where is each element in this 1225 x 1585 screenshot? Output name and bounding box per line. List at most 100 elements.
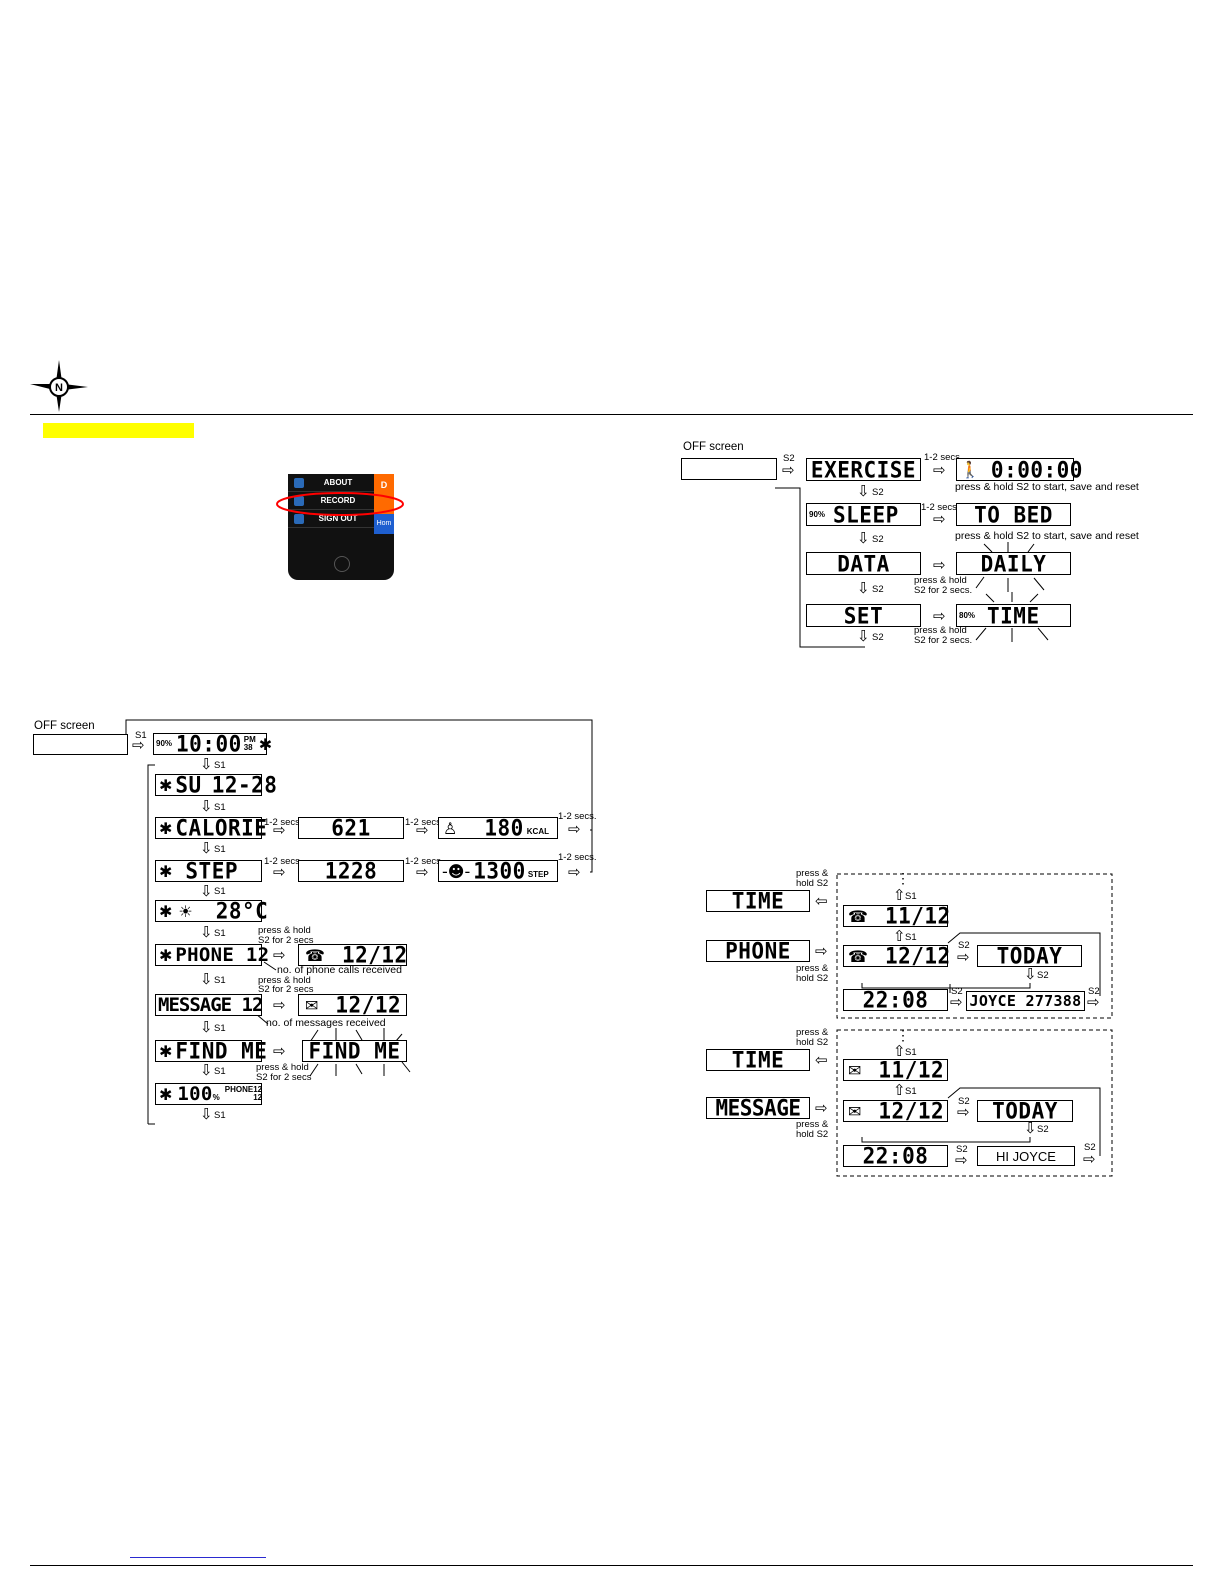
side-panel: D Hom [374,474,394,534]
down-arrow-icon: ⇩ [200,923,213,941]
up-arrow-icon: ⇧ [893,1042,906,1060]
bluetooth-icon: ✱ [159,861,173,881]
s2-label: S2 [872,487,884,498]
sun-icon: ☀ [178,901,193,921]
down-arrow-icon: ⇩ [200,1105,213,1123]
step-robot-icon: -☻- [442,861,471,881]
envelope-icon: ✉ [305,995,319,1015]
right-arrow-icon: ⇨ [273,1042,286,1060]
s1-label: S1 [214,975,226,986]
envelope-icon: ✉ [848,1060,862,1080]
date: 12-28 [211,772,278,798]
user-icon [294,477,304,488]
seconds: 38 [243,743,253,752]
lcd-time-label: TIME [706,1047,810,1073]
phone-handset-icon: ☎ [848,946,868,966]
step-label: STEP [185,858,238,884]
menu-item-about[interactable]: ABOUT [288,474,374,492]
message-count-note: no. of messages received [266,1017,386,1029]
down-arrow-icon: ⇩ [1024,965,1037,983]
down-arrow-icon: ⇩ [857,482,870,500]
lcd-status-screen: ✱ 100 % PHONE12 12 [155,1083,262,1105]
up-arrow-icon: ⇧ [893,886,906,904]
sleep-note: press & hold S2 to start, save and reset [955,530,1139,542]
down-arrow-icon: ⇩ [857,627,870,645]
lcd-message-detail: ✉ 12/12 [298,992,407,1018]
right-arrow-icon: ⇨ [273,821,286,839]
lcd-time-label: TIME [706,888,810,914]
check-icon [294,495,304,506]
down-arrow-icon: ⇩ [857,579,870,597]
battery-level: 100 [177,1083,213,1105]
footer-rule [30,1565,1193,1566]
up-arrow-icon: ⇧ [893,1081,906,1099]
footer-link-underline[interactable] [130,1557,266,1558]
calorie-label: CALORIE [175,815,268,841]
envelope-icon: ✉ [848,1101,862,1121]
hold-label: hold S2 [796,973,829,984]
hold-label: S2 for 2 secs. [914,635,973,646]
s2-label: S2 [951,986,963,997]
s1-label: S1 [214,760,226,771]
lcd-time-screen: 90% 10:00 PM 38 ✱ [153,731,272,757]
menu-item-sign-out[interactable]: SIGN OUT [288,510,374,528]
header-rule [30,414,1193,415]
step-unit: STEP [527,870,549,879]
right-arrow-icon: ⇨ [782,461,795,479]
lcd-date-screen: ✱ SU 12-28 [155,772,277,798]
right-arrow-icon: ⇨ [568,863,581,881]
down-arrow-icon: ⇩ [857,529,870,547]
delay-label: 1-2 secs. [405,856,444,867]
battery-percent: % [212,1093,220,1102]
right-arrow-icon: ⇨ [933,607,946,625]
phone-small-count: 12 [253,1093,263,1102]
bluetooth-icon: ✱ [159,901,173,921]
right-arrow-icon: ⇨ [1087,993,1100,1011]
right-arrow-icon: ⇨ [568,820,581,838]
lcd-message-text: HI JOYCE [977,1146,1075,1166]
lcd-message-label: MESSAGE [706,1095,810,1121]
ellipsis-dots: ⋮ [896,870,910,886]
right-arrow-icon: ⇨ [957,948,970,966]
down-arrow-icon: ⇩ [200,755,213,773]
delay-label: 1-2 secs. [924,452,963,463]
right-arrow-icon: ⇨ [416,821,429,839]
lcd-message-current: ✉ 12/12 [843,1098,948,1124]
hold-label: S2 for 2 secs [258,935,314,946]
s2-label: S2 [872,534,884,545]
hold-label: S2 for 2 secs [258,984,314,995]
bluetooth-icon: ✱ [258,734,273,754]
right-arrow-icon: ⇨ [132,736,145,754]
home-button[interactable] [334,556,350,572]
lcd-message-clock: 22:08 [843,1143,948,1169]
down-arrow-icon: ⇩ [200,1018,213,1036]
svg-text:N: N [55,382,63,394]
delay-label: 1-2 secs. [264,856,303,867]
lcd-to-bed: TO BED [956,502,1071,527]
bluetooth-icon: ✱ [159,1084,173,1104]
hold-label: S2 for 2 secs. [914,585,973,596]
s1-label: S1 [905,1047,917,1058]
phone-handset-icon: ☎ [848,906,868,926]
menu-item-record[interactable]: RECORD [288,492,374,510]
temperature: 28°C [215,898,269,924]
s1-label: S1 [135,730,147,741]
hold-label: press & hold [914,575,967,586]
hold-label: press & [796,963,829,974]
s1-label: S1 [905,1086,917,1097]
lcd-message-today: TODAY [977,1098,1073,1124]
phone-count-note: no. of phone calls received [277,964,402,976]
right-arrow-icon: ⇨ [933,461,946,479]
up-arrow-icon: ⇧ [893,927,906,945]
s1-label: S1 [214,1066,226,1077]
time-value: 10:00 [176,731,242,757]
s2-label: S2 [958,940,970,951]
battery-indicator: 90% [809,509,826,519]
bluetooth-icon: ✱ [159,775,173,795]
ampm: PM [243,735,256,744]
bluetooth-icon: ✱ [159,818,173,838]
s1-label: S1 [214,802,226,813]
off-screen-display [33,734,128,755]
lcd-exercise-screen: EXERCISE [806,457,921,482]
hold-label: hold S2 [796,1129,829,1140]
